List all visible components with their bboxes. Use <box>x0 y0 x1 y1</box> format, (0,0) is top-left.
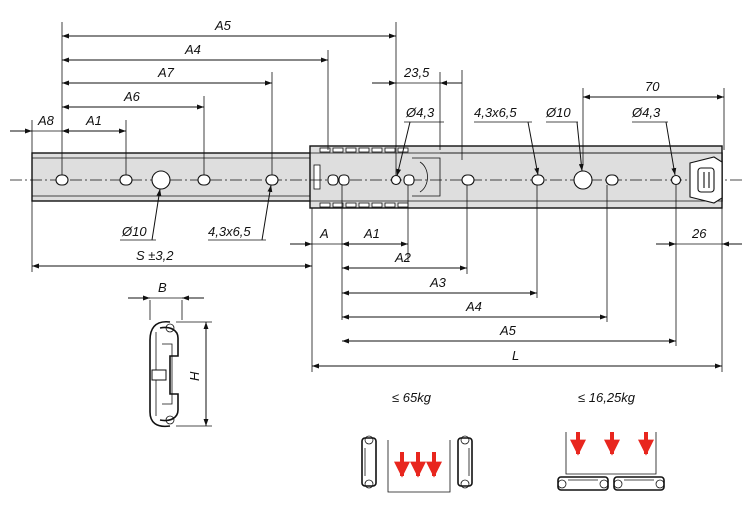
dim-l: L <box>512 348 519 363</box>
dim-a1-top: A1 <box>85 113 102 128</box>
top-dimensions: A5 A4 A7 A6 A8 A1 23,5 Ø4,3 4,3x6,5 Ø10 <box>10 18 725 177</box>
dim-a5-bottom: A5 <box>499 323 517 338</box>
dim-a4-top: A4 <box>184 42 201 57</box>
ball-cage-bottom <box>319 202 409 208</box>
load-horizontal-mounting: ≤ 16,25kg <box>557 390 665 491</box>
dim-d10-bottom: Ø10 <box>121 224 147 239</box>
dim-d4-3-right: Ø4,3 <box>631 105 661 120</box>
dim-a7: A7 <box>157 65 175 80</box>
ball-cage-top <box>319 147 409 153</box>
dim-a2: A2 <box>394 250 412 265</box>
load-horizontal-label: ≤ 16,25kg <box>578 390 636 405</box>
dim-s: S ±3,2 <box>136 248 174 263</box>
load-vertical-mounting: ≤ 65kg <box>361 390 473 493</box>
dim-d10-top: Ø10 <box>545 105 571 120</box>
dim-a3: A3 <box>429 275 447 290</box>
dim-23-5: 23,5 <box>403 65 430 80</box>
dim-a8: A8 <box>37 113 55 128</box>
dim-a4-bottom: A4 <box>465 299 482 314</box>
dim-slot-bottom: 4,3x6,5 <box>208 224 251 239</box>
dim-d4-3-top: Ø4,3 <box>405 105 435 120</box>
rail-inner-section <box>309 145 723 209</box>
load-vertical-label: ≤ 65kg <box>392 390 432 405</box>
rail-side-view <box>10 145 745 209</box>
dim-b: B <box>158 280 167 295</box>
dim-h: H <box>187 371 202 381</box>
dim-a6: A6 <box>123 89 141 104</box>
dim-slot-top: 4,3x6,5 <box>474 105 517 120</box>
cross-section-view: B H <box>128 280 212 428</box>
bottom-dimensions: Ø10 4,3x6,5 A A1 A2 A3 A4 A5 <box>31 184 742 372</box>
dim-a1-bottom: A1 <box>363 226 380 241</box>
dim-26: 26 <box>691 226 707 241</box>
dim-a5-top: A5 <box>214 18 232 33</box>
dim-a-bottom: A <box>319 226 329 241</box>
dim-70: 70 <box>645 79 660 94</box>
rail-holes <box>55 170 682 190</box>
release-lever <box>689 156 723 204</box>
